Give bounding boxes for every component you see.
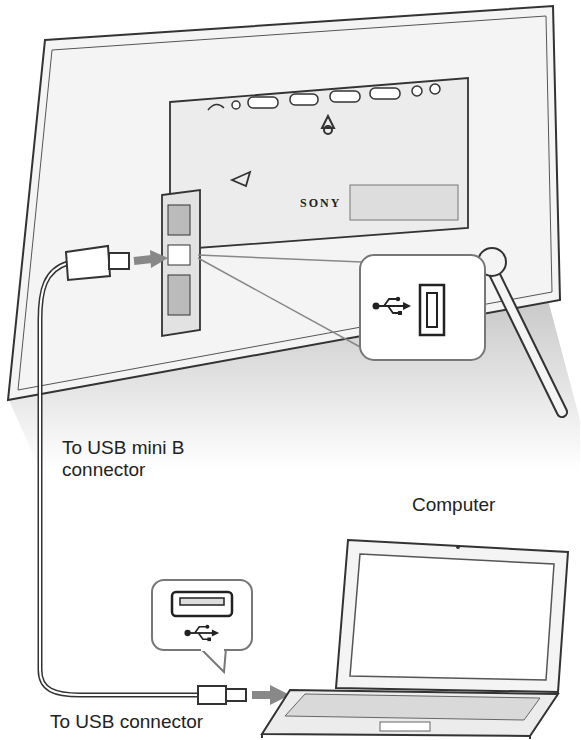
device-label: Computer (412, 494, 495, 516)
brand-logo: SONY (300, 197, 341, 211)
mini-b-plug (66, 246, 168, 280)
connector-label: To USB connector (50, 711, 203, 733)
connector-label: To USB mini B connector (62, 437, 222, 481)
laptop-computer (262, 540, 568, 739)
mini-b-callout (198, 255, 485, 360)
photo-frame (8, 6, 562, 412)
usb-a-plug (198, 685, 290, 705)
usb-a-callout (152, 580, 252, 672)
